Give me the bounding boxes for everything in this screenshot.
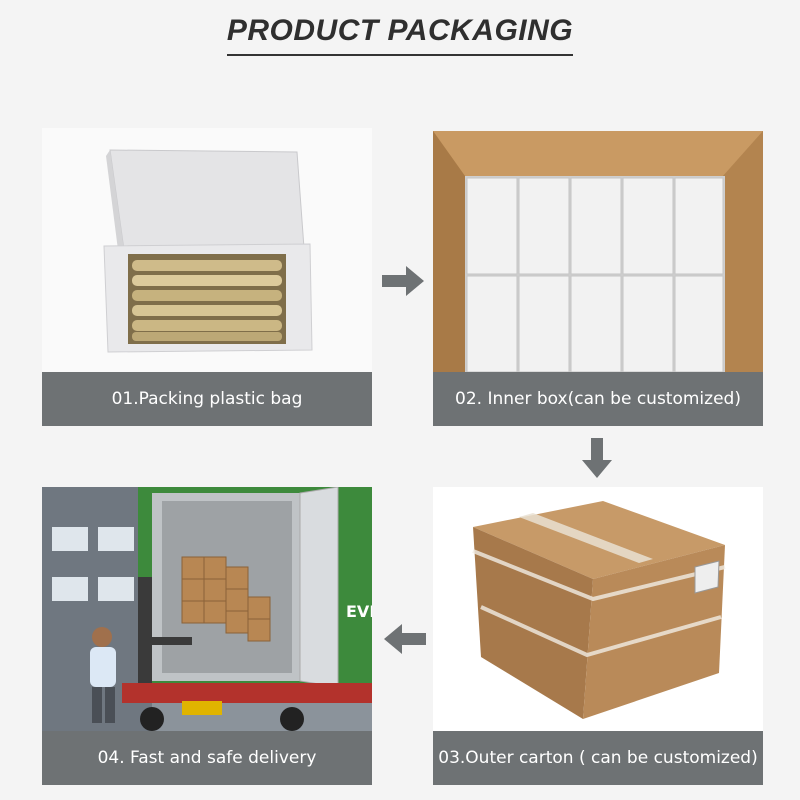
step-card-3: 03.Outer carton ( can be customized) xyxy=(433,487,763,785)
arrow-left-icon xyxy=(382,624,426,659)
step-caption-3: 03.Outer carton ( can be customized) xyxy=(433,731,763,785)
arrow-right-icon xyxy=(382,266,426,301)
container-text: EVERG xyxy=(346,602,372,621)
step-caption-2: 02. Inner box(can be customized) xyxy=(433,372,763,426)
step-caption-1: 01.Packing plastic bag xyxy=(42,372,372,426)
page-title: PRODUCT PACKAGING xyxy=(226,14,574,56)
inner-box-image xyxy=(433,131,763,372)
step-card-4: EVERG xyxy=(42,487,372,785)
step-caption-4: 04. Fast and safe delivery xyxy=(42,731,372,785)
step-card-2: 02. Inner box(can be customized) xyxy=(433,131,763,426)
title-wrap: PRODUCT PACKAGING xyxy=(0,14,800,56)
outer-carton-image xyxy=(433,487,763,731)
delivery-truck-image: EVERG xyxy=(42,487,372,731)
step-card-1: 01.Packing plastic bag xyxy=(42,128,372,426)
plastic-bag-box-image xyxy=(42,128,372,372)
arrow-down-icon xyxy=(582,438,612,485)
